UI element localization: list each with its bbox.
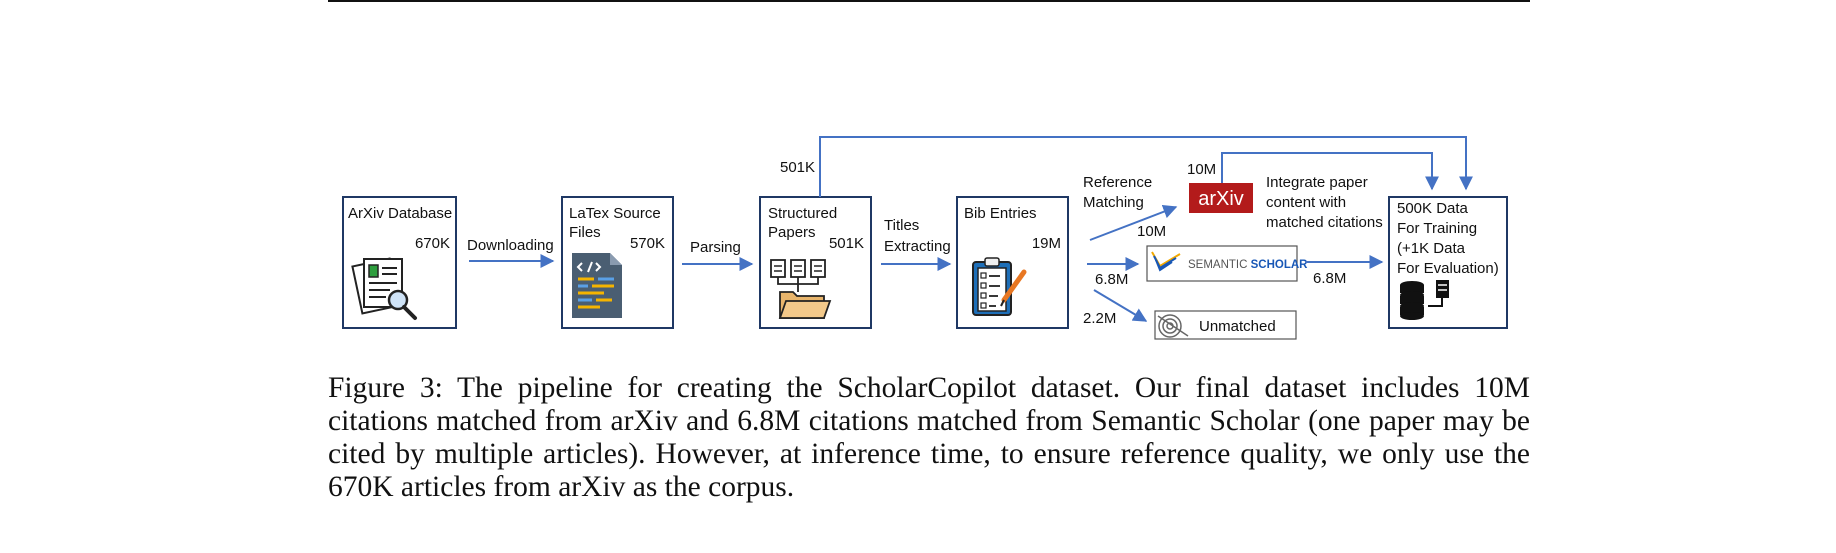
semantic-to-final-arrow: 6.8M xyxy=(1305,255,1384,287)
semantic-scholar-logo: SEMANTIC SCHOLAR xyxy=(1146,245,1308,282)
target-miss-icon xyxy=(1157,314,1189,338)
structured-papers-box: Structured Papers 501K xyxy=(759,196,872,329)
clipboard-checklist-icon xyxy=(972,257,1027,316)
document-search-icon xyxy=(351,257,417,320)
unmatched-count: 2.2M xyxy=(1083,310,1116,327)
final-dataset-line4: For Evaluation) xyxy=(1397,260,1499,277)
final-dataset-line1: 500K Data xyxy=(1397,200,1469,217)
figure-caption: Figure 3: The pipeline for creating the … xyxy=(328,372,1530,503)
bib-entries-count: 19M xyxy=(1032,235,1061,252)
structured-papers-label-line1: Structured xyxy=(768,205,837,222)
parsing-arrow: Parsing xyxy=(682,239,754,271)
integrate-label-line3: matched citations xyxy=(1266,214,1383,231)
structured-output-count: 501K xyxy=(780,159,815,176)
final-dataset-line2: For Training xyxy=(1397,220,1477,237)
folder-documents-icon xyxy=(770,259,832,319)
code-file-icon xyxy=(572,253,622,318)
downloading-label: Downloading xyxy=(467,237,554,254)
arxiv-database-count: 670K xyxy=(415,235,450,252)
semantic-match-arrow: 6.8M xyxy=(1087,257,1140,288)
arxiv-database-box: ArXiv Database 670K xyxy=(342,196,457,329)
arxiv-logo: arXiv xyxy=(1189,183,1253,213)
unmatched-label: Unmatched xyxy=(1199,318,1276,335)
integrate-label-line2: content with xyxy=(1266,194,1346,211)
titles-extracting-arrow: Titles Extracting xyxy=(881,217,952,271)
semantic-logo-part2: SCHOLAR xyxy=(1251,259,1309,271)
reference-matching-label-line2: Matching xyxy=(1083,194,1144,211)
semantic-scholar-icon xyxy=(1151,251,1181,272)
latex-source-box: LaTex Source Files 570K xyxy=(561,196,674,329)
latex-source-label-line1: LaTex Source xyxy=(569,205,661,222)
database-icon xyxy=(1400,280,1449,320)
titles-extracting-label-line2: Extracting xyxy=(884,238,951,255)
arxiv-match-arrow: 10M xyxy=(1089,204,1178,241)
semantic-output-count: 6.8M xyxy=(1313,270,1346,287)
titles-extracting-label-line1: Titles xyxy=(884,217,919,234)
unmatched-box: Unmatched xyxy=(1154,310,1297,340)
bib-entries-box: Bib Entries 19M xyxy=(956,196,1069,329)
latex-source-label-line2: Files xyxy=(569,224,601,241)
latex-source-count: 570K xyxy=(630,235,665,252)
arxiv-database-label: ArXiv Database xyxy=(348,205,452,222)
arxiv-output-count: 10M xyxy=(1187,161,1216,178)
semantic-scholar-logo-text: SEMANTIC SCHOLAR xyxy=(1188,259,1308,271)
final-dataset-line3: (+1K Data xyxy=(1397,240,1466,257)
top-rule xyxy=(328,0,1530,2)
bib-entries-label: Bib Entries xyxy=(964,205,1037,222)
structured-papers-label-line2: Papers xyxy=(768,224,816,241)
parsing-label: Parsing xyxy=(690,239,741,256)
pipeline-diagram: ArXiv Database 670K LaTex Source Files 5… xyxy=(342,136,1508,340)
integrate-label-line1: Integrate paper xyxy=(1266,174,1368,191)
semantic-match-count: 6.8M xyxy=(1095,271,1128,288)
arxiv-to-final-arrow xyxy=(1221,152,1439,191)
structured-papers-count: 501K xyxy=(829,235,864,252)
semantic-logo-part1: SEMANTIC xyxy=(1188,259,1251,271)
structured-to-final-arrow: 501K xyxy=(780,136,1473,197)
arxiv-match-count: 10M xyxy=(1137,223,1166,240)
final-dataset-box: 500K Data For Training (+1K Data For Eva… xyxy=(1388,196,1508,329)
unmatched-arrow: 2.2M xyxy=(1083,289,1148,327)
arxiv-logo-text: arXiv xyxy=(1198,188,1244,210)
reference-matching-label-line1: Reference xyxy=(1083,174,1152,191)
downloading-arrow: Downloading xyxy=(467,237,555,268)
